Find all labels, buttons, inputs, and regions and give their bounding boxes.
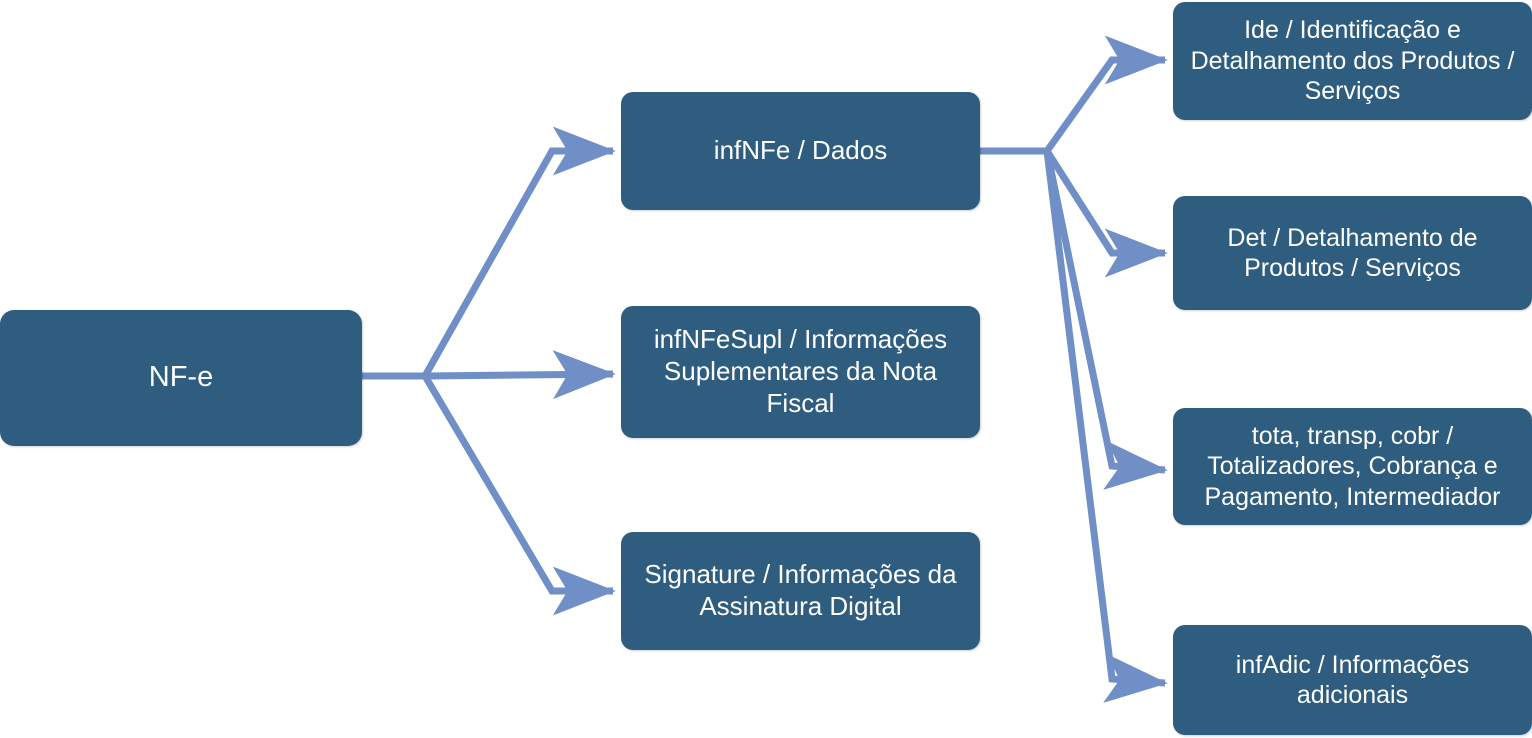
node-infadic[interactable]: infAdic / Informações adicionais	[1173, 625, 1532, 735]
node-nfe-label: NF-e	[148, 361, 214, 394]
edge-root-to-infnfe	[421, 126, 616, 378]
edge-infnfe-to-tota	[1043, 150, 1168, 490]
edge-root-to-infnfesupl	[424, 350, 616, 400]
node-signature-label: Signature / Informações da Assinatura Di…	[644, 559, 957, 621]
node-nfe[interactable]: NF-e	[0, 310, 362, 446]
edge-infnfe-to-det	[1044, 149, 1168, 278]
edge-infnfe-to-infadic	[1043, 150, 1168, 703]
node-infnfesupl[interactable]: infNFeSupl / Informações Suplementares d…	[621, 306, 980, 438]
node-tota[interactable]: tota, transp, cobr / Totalizadores, Cobr…	[1173, 408, 1532, 525]
edge-infnfe-to-ide	[1044, 35, 1168, 154]
node-ide[interactable]: Ide / Identificação e Detalhamento dos P…	[1173, 2, 1532, 120]
edge-root-to-signature	[421, 374, 616, 616]
node-tota-label: tota, transp, cobr / Totalizadores, Cobr…	[1204, 421, 1501, 511]
node-infnfe-label: infNFe / Dados	[713, 135, 888, 166]
node-infnfesupl-label: infNFeSupl / Informações Suplementares d…	[653, 324, 948, 418]
node-det-label: Det / Detalhamento de Produtos / Serviço…	[1227, 223, 1478, 283]
node-infnfe[interactable]: infNFe / Dados	[621, 92, 980, 210]
node-infadic-label: infAdic / Informações adicionais	[1235, 650, 1470, 710]
node-signature[interactable]: Signature / Informações da Assinatura Di…	[621, 532, 980, 650]
node-det[interactable]: Det / Detalhamento de Produtos / Serviço…	[1173, 196, 1532, 310]
node-ide-label: Ide / Identificação e Detalhamento dos P…	[1190, 16, 1515, 106]
